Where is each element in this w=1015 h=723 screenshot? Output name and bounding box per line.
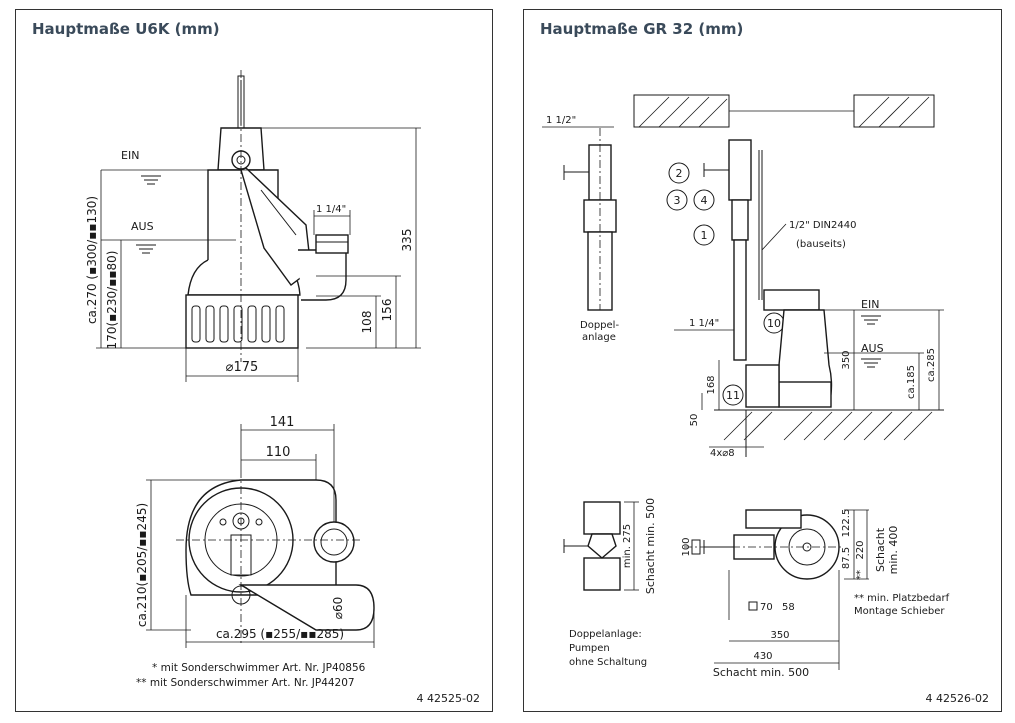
dim-350b: 350: [770, 630, 789, 641]
doppel-note-1: Doppelanlage:: [569, 629, 642, 640]
bolts-label: 4x⌀8: [710, 448, 735, 459]
dim-100: 100: [681, 537, 692, 556]
panel-u6k: Hauptmaße U6K (mm): [15, 9, 493, 712]
u6k-side-view: 1 1/4" EIN AUS ca.270 (▪300/▪▪130) 170(▪…: [85, 70, 421, 382]
marker-1: 1: [701, 229, 708, 242]
panel-title: Hauptmaße GR 32 (mm): [540, 20, 744, 38]
marker-3: 3: [674, 194, 681, 207]
marker-4: 4: [701, 194, 708, 207]
dim-122-5: 122.5: [841, 509, 852, 538]
doppel-note-3: ohne Schaltung: [569, 657, 647, 668]
dim-60: ⌀60: [331, 597, 345, 620]
doppel-assembly: 1 1/2" Doppel- anlage: [542, 115, 619, 343]
notes: * mit Sonderschwimmer Art. Nr. JP40856 *…: [136, 661, 365, 691]
aus-label: AUS: [861, 342, 884, 355]
ein-label: EIN: [861, 298, 879, 311]
marker-10: 10: [767, 317, 781, 330]
dim-295: ca.295 (▪255/▪▪285): [216, 627, 344, 641]
dim-335: 335: [400, 229, 414, 252]
dim-168: 168: [706, 375, 717, 394]
gr32-top-view: 100 70 58 350 430 Schacht min. 500 87.5 …: [681, 509, 950, 679]
thread-top-label: 1 1/2": [546, 115, 576, 126]
u6k-drawing: 1 1/4" EIN AUS ca.270 (▪300/▪▪130) 170(▪…: [85, 70, 421, 648]
panel-gr32: Hauptmaße GR 32 (mm) 1 1/2" Doppel- anla…: [523, 9, 1002, 712]
doppel-label: Doppel-: [580, 320, 619, 331]
dim-110: 110: [266, 445, 291, 460]
schacht-500-vertical: Schacht min. 500: [644, 498, 657, 594]
figure-id: 4 42525-02: [416, 692, 480, 705]
schacht-400-line1: Schacht: [874, 527, 887, 572]
circle-markers: 2 3 4 1 10 11: [666, 162, 785, 406]
dim-156: 156: [380, 299, 394, 322]
marker-11: 11: [726, 389, 740, 402]
thread-mid-label: 1 1/4": [689, 318, 719, 329]
dim-aus-level: 170(▪230/▪▪80): [105, 251, 119, 350]
note-2: ** mit Sonderschwimmer Art. Nr. JP44207: [136, 677, 355, 689]
dim-285: ca.285: [926, 348, 937, 382]
dim-275: min. 275: [622, 524, 633, 568]
thread-label: 1 1/4": [316, 204, 346, 215]
dim-220: 220: [855, 540, 866, 559]
pipe-label: 1/2" DIN2440: [789, 220, 856, 231]
dim-50: 50: [689, 414, 700, 427]
anlage-label: anlage: [582, 332, 616, 343]
panel-title: Hauptmaße U6K (mm): [32, 20, 220, 38]
platz-note-2: Montage Schieber: [854, 606, 945, 617]
aus-label: AUS: [131, 220, 154, 233]
dim-350: 350: [841, 350, 852, 369]
dim-141: 141: [270, 415, 295, 430]
schacht-500-horizontal: Schacht min. 500: [713, 666, 809, 679]
gr32-pump: [745, 289, 833, 408]
dim-58: 58: [782, 602, 795, 613]
dim-108: 108: [360, 311, 374, 334]
dim-185: ca.185: [906, 365, 917, 399]
gr32-drawing: 1 1/2" Doppel- anlage 2 3 4 1 10: [542, 94, 950, 679]
marker-2: 2: [676, 167, 683, 180]
dim-stars: **: [855, 570, 866, 580]
floor: 4x⌀8: [709, 409, 944, 459]
dim-ein-level: ca.270 (▪300/▪▪130): [85, 196, 99, 324]
gr32-levels: EIN AUS 350 ca.185 ca.285 168 50: [689, 298, 944, 426]
ein-label: EIN: [121, 149, 139, 162]
dim-70: 70: [760, 602, 773, 613]
ceiling: [633, 94, 935, 128]
bauseits-label: (bauseits): [796, 239, 846, 250]
dim-175: ⌀175: [226, 360, 259, 375]
doppel-note-2: Pumpen: [569, 643, 610, 654]
doppel-top-view: min. 275 Schacht min. 500 Doppelanlage: …: [563, 498, 657, 668]
u6k-top-view: 141 110 ca.210(▪205/▪▪245) ⌀60 ca.295 (▪…: [135, 415, 375, 648]
schacht-400-line2: min. 400: [887, 526, 900, 575]
platz-note-1: ** min. Platzbedarf: [854, 593, 950, 604]
gr32-riser: 2 3 4 1 10 11 1/2" DIN2440 (bauseits) 1 …: [666, 139, 856, 406]
dim-210: ca.210(▪205/▪▪245): [135, 503, 149, 627]
dim-430: 430: [753, 651, 772, 662]
note-1: * mit Sonderschwimmer Art. Nr. JP40856: [152, 662, 366, 674]
figure-id: 4 42526-02: [925, 692, 989, 705]
dim-87-5: 87.5: [841, 547, 852, 569]
